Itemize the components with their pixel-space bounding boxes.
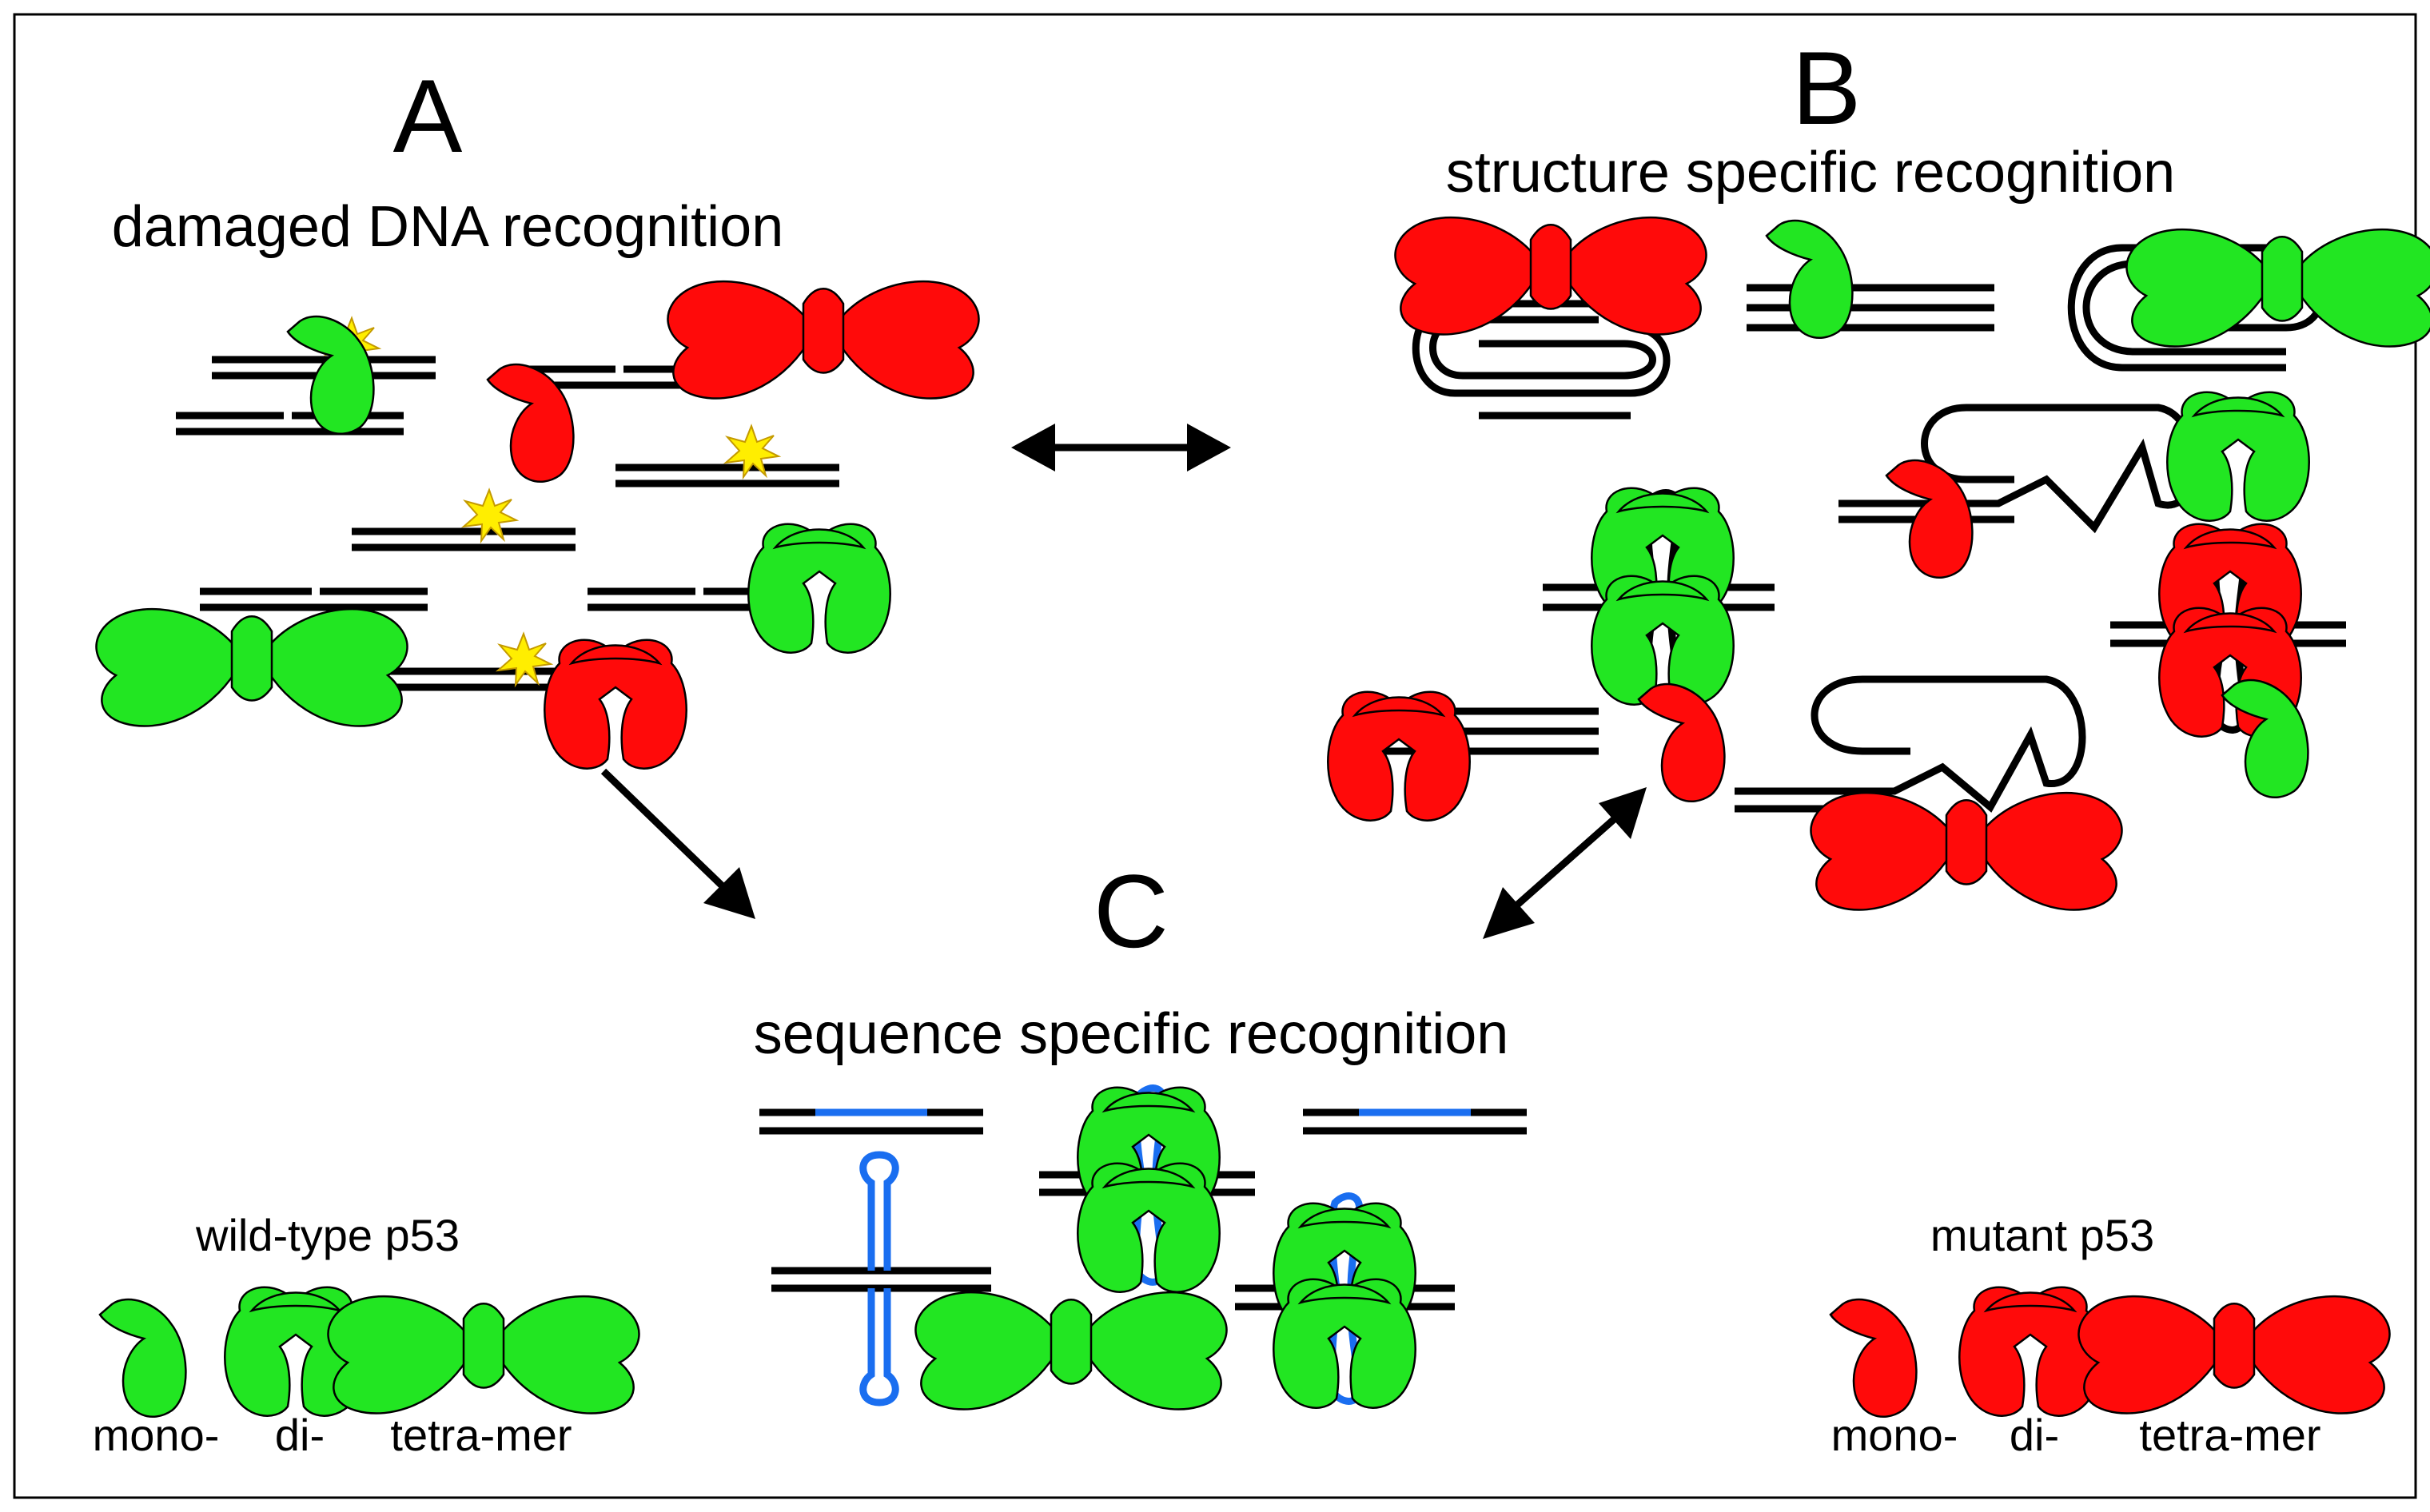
figure-border [13, 13, 2417, 1499]
wt-dimer-icon [1077, 1162, 1221, 1293]
panel-b-letter: B [1792, 30, 1862, 146]
arrow-a-c [600, 768, 755, 919]
mutant-dimer-icon [1327, 690, 1471, 822]
wt-dimer-icon [747, 523, 891, 654]
legend-wt-title: wild-type p53 [195, 1210, 460, 1260]
panel-b-illustration [1327, 216, 2430, 911]
panel-c-title: sequence specific recognition [754, 1002, 1509, 1066]
wt-tetramer-icon [327, 1295, 640, 1415]
legend-mutant-mono: mono- [1831, 1410, 1958, 1460]
legend-mutant: mutant p53 mono- di- tetra-mer [1829, 1210, 2391, 1460]
mutant-tetramer-icon [2077, 1295, 2391, 1415]
panel-c-illustration [759, 1084, 1527, 1411]
mutant-dimer-icon [544, 639, 687, 770]
panel-b-title: structure specific recognition [1446, 141, 2175, 205]
legend-mutant-di: di- [2010, 1410, 2059, 1460]
wt-monomer-icon [1765, 219, 1854, 340]
wt-monomer-icon [98, 1298, 187, 1418]
wt-dimer-icon [2166, 391, 2310, 522]
damage-star-icon [497, 633, 552, 686]
mutant-dimer-icon [1958, 1286, 2102, 1417]
mutant-monomer-icon [1637, 682, 1726, 803]
wt-tetramer-icon [914, 1291, 1228, 1411]
mutant-monomer-icon [1829, 1298, 1918, 1418]
panel-c-letter: C [1094, 853, 1169, 969]
wt-tetramer-icon [95, 607, 408, 727]
mutant-tetramer-icon [667, 280, 980, 400]
mutant-tetramer-icon [1810, 791, 2123, 911]
legend-mutant-tetra: tetra-mer [2139, 1410, 2320, 1460]
legend-wt-tetra: tetra-mer [390, 1410, 572, 1460]
panel-a-title: damaged DNA recognition [112, 195, 784, 259]
legend-wt-mono: mono- [93, 1410, 220, 1460]
legend-mutant-title: mutant p53 [1930, 1210, 2154, 1260]
arrow-b-c [1483, 787, 1647, 939]
panel-a-illustration [95, 280, 980, 770]
legend-wild-type: wild-type p53 mono- di- tetra-mer [93, 1210, 640, 1460]
wt-dimer-icon [1273, 1278, 1416, 1409]
legend-wt-di: di- [275, 1410, 325, 1460]
panel-a-letter: A [393, 58, 463, 174]
arrow-a-b [1011, 424, 1231, 472]
